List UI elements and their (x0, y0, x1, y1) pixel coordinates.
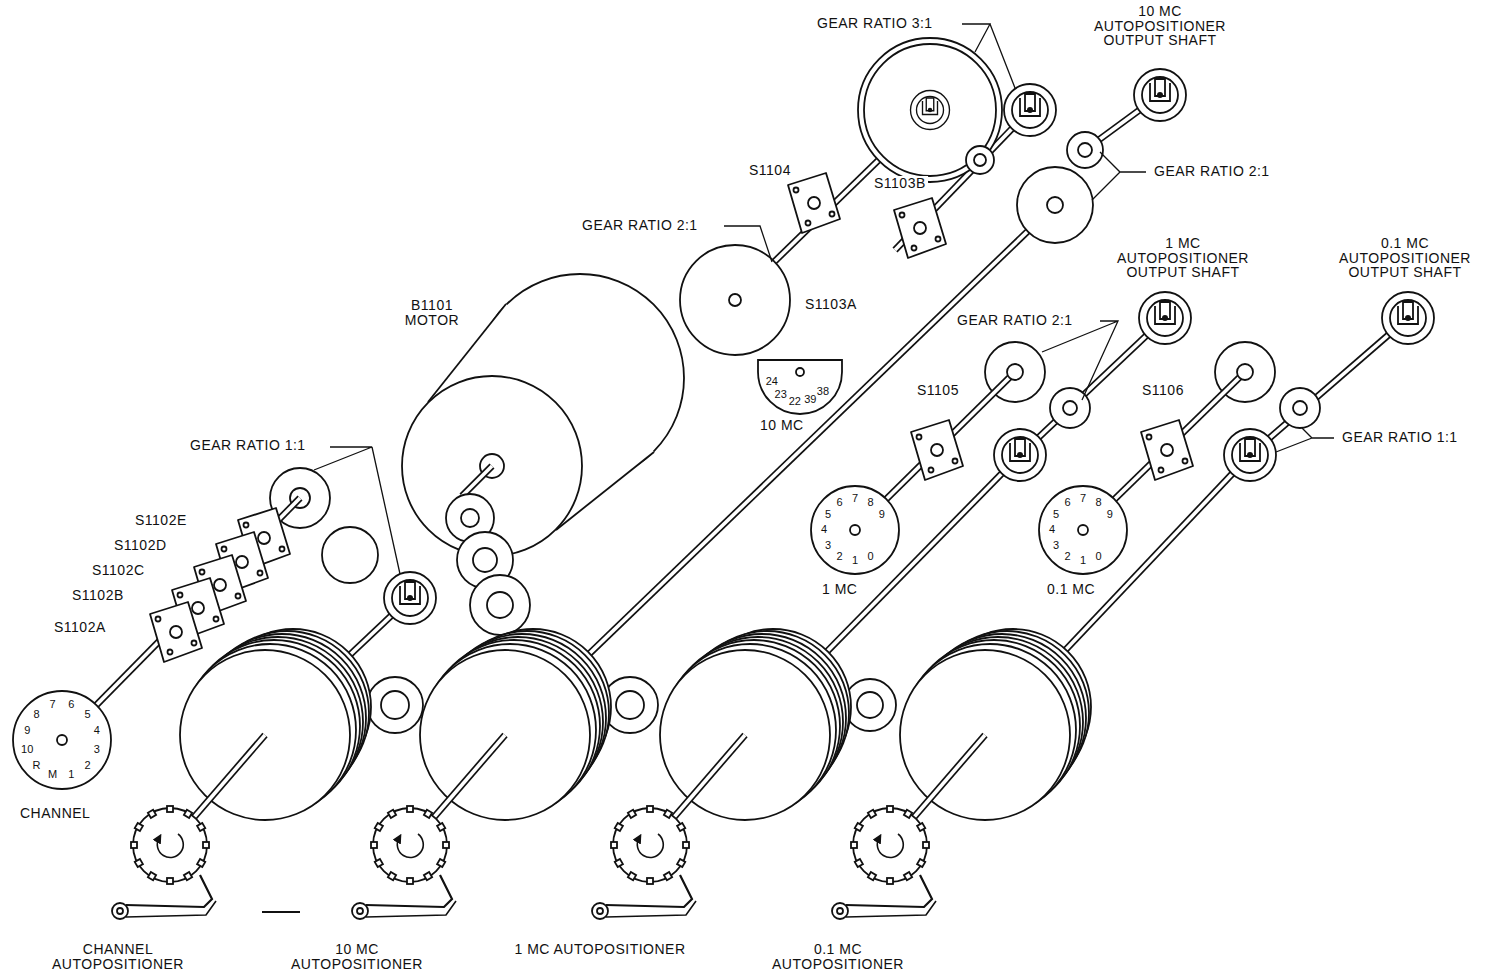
dial-number: 5 (824, 509, 832, 521)
back-shafts (265, 95, 1408, 735)
switch-label: S1102C (90, 563, 147, 578)
autopositioner-label: 1 MC AUTOPOSITIONER (510, 942, 690, 957)
leader-lines (314, 24, 1334, 574)
motor (402, 274, 684, 635)
autopositioner-wheels (112, 735, 985, 919)
dial-number: 7 (1079, 493, 1087, 505)
switch-label: S1102B (70, 588, 126, 603)
ten-mc-gearing (680, 38, 1186, 414)
gear-ratio-label: GEAR RATIO 1:1 (1340, 430, 1460, 445)
output-shaft-label: 0.1 MC AUTOPOSITIONER OUTPUT SHAFT (1325, 236, 1485, 280)
gear-ratio-label: GEAR RATIO 3:1 (815, 16, 935, 31)
dial-number: 2 (1063, 551, 1071, 563)
dial-number: 3 (1052, 540, 1060, 552)
dial-number: 8 (866, 497, 874, 509)
dial-number: 5 (83, 709, 91, 721)
gear-ratio-label: GEAR RATIO 2:1 (580, 218, 700, 233)
dial-number: 38 (816, 386, 830, 398)
dial-number: 0 (1094, 551, 1102, 563)
switch-label: S1105 (915, 383, 961, 398)
dial-number: 8 (32, 709, 40, 721)
dial-number: 22 (788, 396, 802, 408)
autopositioner-drums (180, 629, 1091, 820)
output-shaft-label: 1 MC AUTOPOSITIONER OUTPUT SHAFT (1098, 236, 1268, 280)
dial-label: 1 MC (820, 582, 859, 597)
switch-label: S1103B (872, 176, 928, 191)
dial-number: R (32, 760, 42, 772)
dial-number: 4 (820, 524, 828, 536)
dial-number: 0 (866, 551, 874, 563)
dial-number: 5 (1052, 509, 1060, 521)
dial-number: 3 (93, 744, 101, 756)
dial-number: 8 (1094, 497, 1102, 509)
dial-number: 3 (824, 540, 832, 552)
dial-number: 7 (851, 493, 859, 505)
dial-number: 10 (20, 744, 34, 756)
dial-number: 4 (1048, 524, 1056, 536)
output-shaft-label: 10 MC AUTOPOSITIONER OUTPUT SHAFT (1075, 4, 1245, 48)
switch-label: S1102A (52, 620, 108, 635)
dial-label: CHANNEL (18, 806, 92, 821)
autopositioner-label: 0.1 MC AUTOPOSITIONER (748, 942, 928, 971)
one-mc-gearing (811, 292, 1191, 574)
gear-ratio-label: GEAR RATIO 2:1 (1152, 164, 1272, 179)
dial-number: 9 (878, 509, 886, 521)
switch-label: S1102D (112, 538, 169, 553)
dial-number: 23 (774, 389, 788, 401)
dial-number: 2 (83, 760, 91, 772)
dial-number: 6 (835, 497, 843, 509)
dial-number: 4 (93, 725, 101, 737)
switch-label: S1104 (747, 163, 793, 178)
dial-number: 1 (851, 555, 859, 567)
autopositioner-label: 10 MC AUTOPOSITIONER (267, 942, 447, 971)
gear-ratio-label: GEAR RATIO 2:1 (955, 313, 1075, 328)
dial-number: 6 (1063, 497, 1071, 509)
dial-number: 1 (1079, 555, 1087, 567)
switch-label: S1102E (133, 513, 189, 528)
dial-number: 7 (49, 699, 57, 711)
dial-number: 9 (1106, 509, 1114, 521)
dial-label: 10 MC (758, 418, 806, 433)
dial-number: M (47, 769, 58, 781)
switch-label: S1103A (803, 297, 859, 312)
motor-label: B1101 MOTOR (392, 298, 472, 327)
dial-number: 6 (67, 699, 75, 711)
gear-ratio-label: GEAR RATIO 1:1 (188, 438, 308, 453)
dial-label: 0.1 MC (1045, 582, 1097, 597)
dial-number: 2 (835, 551, 843, 563)
dial-number: 9 (23, 725, 31, 737)
dial-number: 1 (67, 769, 75, 781)
switch-label: S1106 (1140, 383, 1186, 398)
autopositioner-label: CHANNEL AUTOPOSITIONER (28, 942, 208, 971)
dial-number: 24 (765, 376, 779, 388)
